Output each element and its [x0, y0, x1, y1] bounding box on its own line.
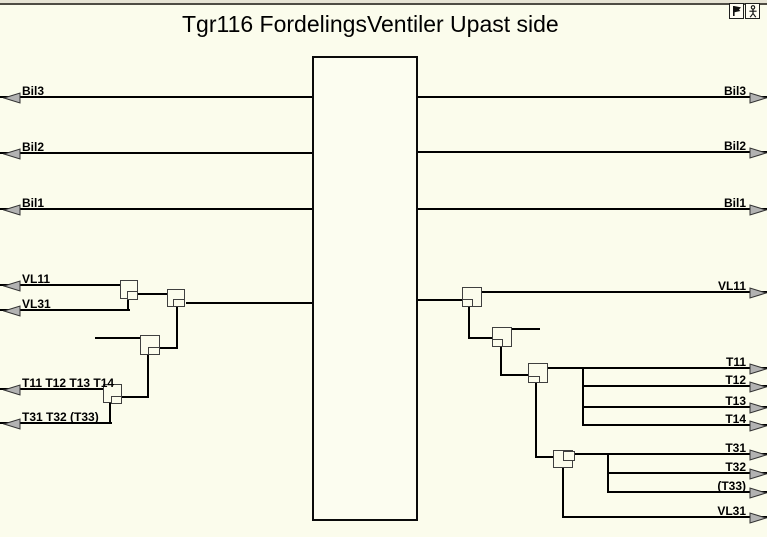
port-arrow-bil1-right — [749, 203, 767, 216]
central-distribution-box — [312, 56, 418, 521]
pipe-valve-r2-drop — [500, 346, 502, 376]
pipe-bil1-left — [0, 208, 313, 210]
pipe-t31-right — [574, 453, 767, 455]
port-label-t31-t32-t33-left: T31 T32 (T33) — [22, 410, 99, 424]
valve-l1-sub — [127, 291, 138, 300]
port-arrow-vl11-left — [2, 279, 21, 292]
pipe-t13-right — [583, 406, 767, 408]
port-arrow-t31-right — [749, 448, 767, 461]
port-arrow-bil2-right — [749, 146, 767, 159]
pipe-bil2-right — [417, 151, 767, 153]
port-arrow-t14-right — [749, 419, 767, 432]
valve-r4-sub — [563, 451, 575, 461]
page-title: Tgr116 FordelingsVentiler Upast side — [182, 11, 559, 37]
port-arrow-t13-right — [749, 401, 767, 414]
port-label-t33-right: (T33) — [717, 479, 746, 493]
window-top-border — [0, 3, 767, 5]
pipe-bil3-right — [417, 96, 767, 98]
pipe-valve-l3-drop — [147, 354, 149, 398]
pipe-stub-right — [512, 328, 540, 330]
port-label-t12-right: T12 — [725, 373, 746, 387]
port-label-vl31-right: VL31 — [717, 504, 746, 518]
person-icon[interactable] — [745, 3, 760, 19]
window-top-strip — [0, 0, 767, 3]
port-label-t13-right: T13 — [725, 394, 746, 408]
pipe-vl11-right — [482, 291, 767, 293]
person-icon-glyph — [748, 4, 757, 18]
port-label-t32-right: T32 — [725, 460, 746, 474]
pipe-t33-right — [608, 491, 767, 493]
port-arrow-bil3-left — [2, 91, 21, 104]
pipe-t32-right — [608, 472, 767, 474]
port-arrow-bil3-right — [749, 91, 767, 104]
valve-l4-sub — [111, 396, 122, 404]
pipe-vl-main-right — [417, 299, 463, 301]
port-arrow-t12-right — [749, 380, 767, 393]
pipe-stub-left — [95, 337, 141, 339]
port-label-bil3-left: Bil3 — [22, 84, 45, 98]
port-arrow-vl31-right — [749, 511, 767, 524]
valve-r3-sub — [528, 376, 540, 383]
port-label-vl31-left: VL31 — [22, 297, 51, 311]
valve-r1-sub — [462, 299, 473, 307]
flag-icon[interactable] — [729, 3, 744, 19]
pipe-valve-r3-r4-link — [536, 456, 554, 458]
pipe-valve-r1-r2-link — [469, 337, 493, 339]
port-label-t11-t12-t13-t14-left: T11 T12 T13 T14 — [22, 376, 115, 390]
pipe-bil3-left — [0, 96, 313, 98]
port-label-vl11-right: VL11 — [717, 279, 746, 293]
pipe-bil1-right — [417, 208, 767, 210]
port-arrow-t33-right — [749, 486, 767, 499]
pipe-t11-right — [548, 367, 767, 369]
pipe-vl31-left — [0, 309, 130, 311]
pipe-valve-r2-r3-link — [501, 374, 529, 376]
pipe-valve-r4-drop — [562, 467, 564, 518]
port-arrow-t11-t12-t13-t14-left — [2, 383, 21, 396]
port-label-t11-right: T11 — [725, 355, 746, 369]
port-arrow-vl31-left — [2, 304, 21, 317]
valve-r2-sub — [492, 339, 503, 347]
port-label-t31-right: T31 — [725, 441, 746, 455]
pipe-vl31-riser — [127, 297, 129, 311]
port-arrow-bil1-left — [2, 203, 21, 216]
port-label-bil2-left: Bil2 — [22, 140, 45, 154]
pipe-vl31-right — [563, 516, 767, 518]
pipe-t12-right — [583, 385, 767, 387]
pipe-vl-main-left — [186, 302, 313, 304]
pipe-valve-l4-drop — [109, 402, 111, 424]
port-label-vl11-left: VL11 — [22, 272, 51, 286]
port-label-bil1-left: Bil1 — [22, 196, 45, 210]
pipe-valve-l3-inlet — [159, 347, 178, 349]
pipe-valve-l4-outlet — [121, 396, 149, 398]
valve-l3-sub — [148, 347, 160, 355]
port-label-bil2-right: Bil2 — [723, 139, 746, 153]
pipe-vl11-left — [0, 284, 122, 286]
pipe-t-branch-right — [582, 368, 584, 426]
pipe-valve-r3-drop — [535, 382, 537, 458]
port-arrow-t31-t32-t33-left — [2, 417, 21, 430]
port-arrow-vl11-right — [749, 286, 767, 299]
pipe-valve-r1-drop — [468, 306, 470, 339]
flag-icon-glyph — [733, 6, 741, 16]
port-label-bil3-right: Bil3 — [723, 84, 746, 98]
port-arrow-t11-right — [749, 362, 767, 375]
pipe-t31-t33-left — [0, 422, 112, 424]
pipe-t3-branch-right — [607, 454, 609, 493]
port-arrow-bil2-left — [2, 147, 21, 160]
port-arrow-t32-right — [749, 467, 767, 480]
pipe-t14-right — [583, 424, 767, 426]
pipe-t11-t14-left — [0, 388, 105, 390]
pipe-valve-l2-drop — [176, 306, 178, 349]
port-label-bil1-right: Bil1 — [723, 196, 746, 210]
pipe-bil2-left — [0, 152, 313, 154]
pipe-valve-l1-l2-link — [137, 293, 168, 295]
port-label-t14-right: T14 — [725, 412, 746, 426]
valve-l2-sub — [173, 299, 185, 307]
